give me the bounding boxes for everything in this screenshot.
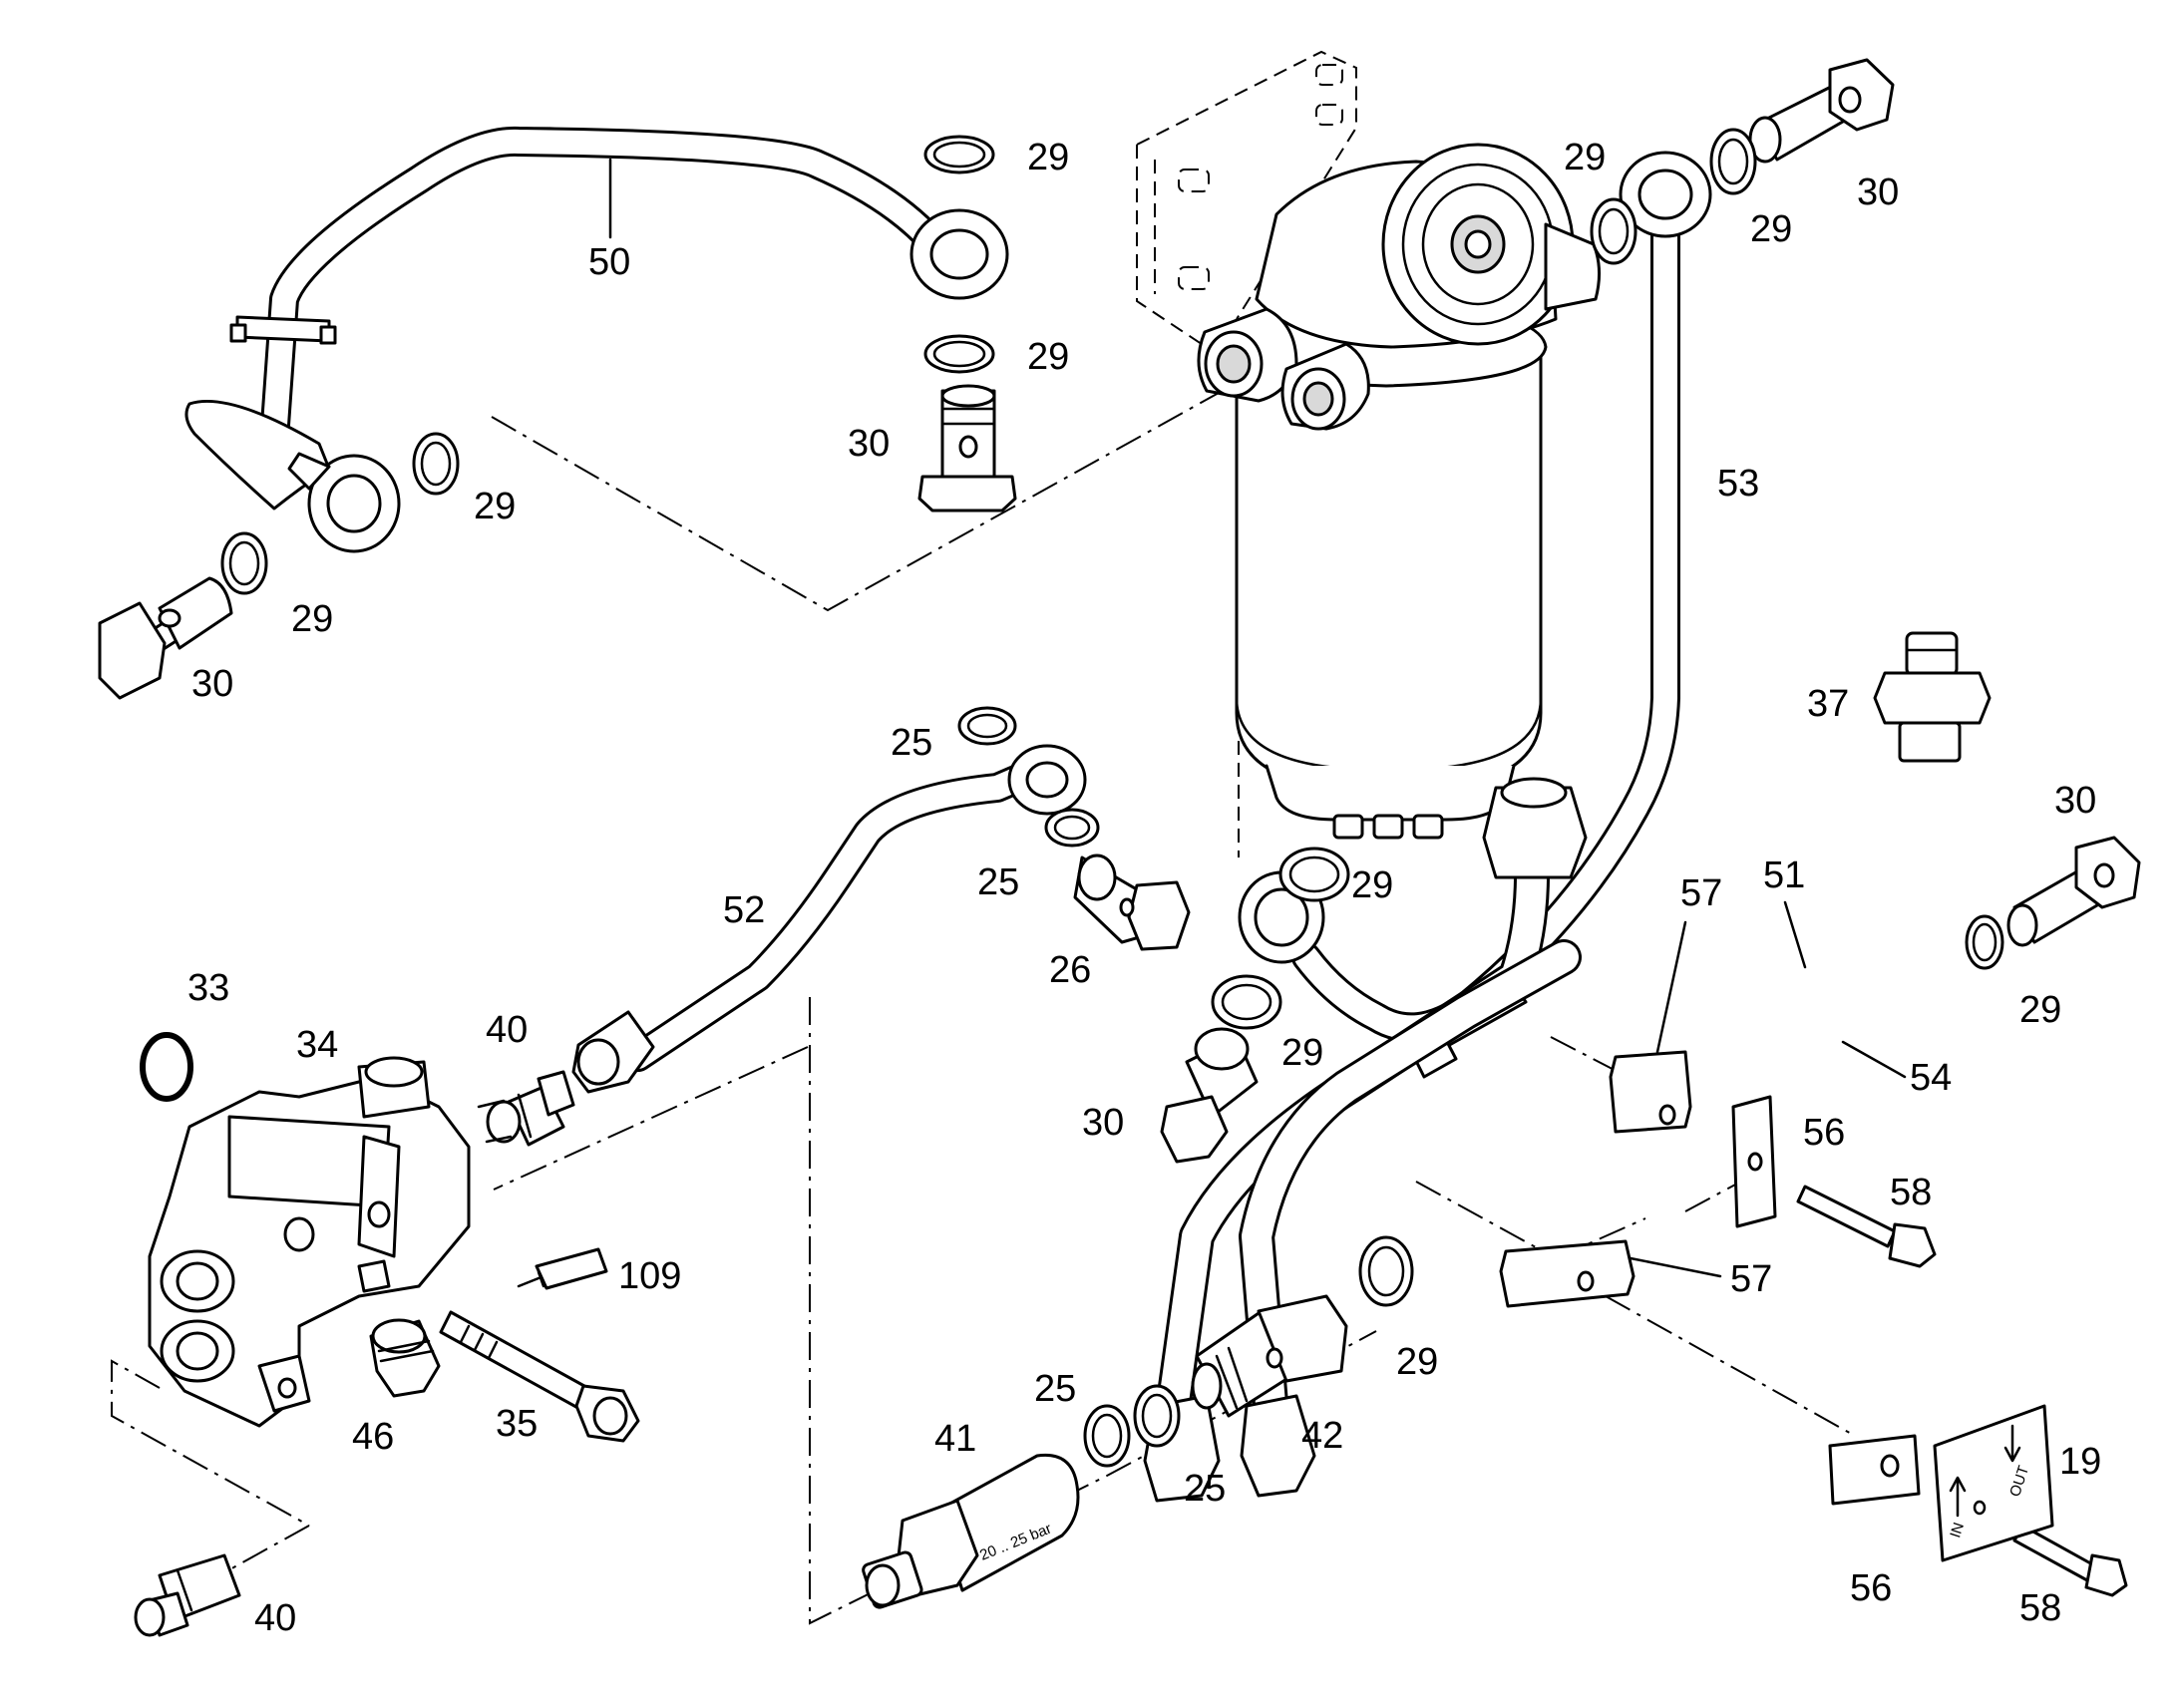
pressure-valve-41: 20 .. 25 bar xyxy=(862,1453,1080,1609)
callout-57-b: 57 xyxy=(1730,1258,1772,1300)
callout-50: 50 xyxy=(588,241,630,283)
plate-56-lower xyxy=(1828,1434,1921,1506)
adapter-fitting-40-upper xyxy=(477,1070,575,1147)
callout-29-i: 29 xyxy=(1281,1032,1323,1074)
callout-57-a: 57 xyxy=(1680,872,1722,914)
washer-25-b xyxy=(1044,808,1100,848)
callout-29-h: 29 xyxy=(1351,864,1393,906)
callout-labels: 29 50 29 30 29 29 30 29 29 30 53 37 30 2… xyxy=(187,137,2101,1639)
callout-29-j: 29 xyxy=(1396,1341,1438,1383)
callout-37: 37 xyxy=(1807,683,1849,725)
callout-34: 34 xyxy=(296,1024,338,1066)
adapter-fitting-40-lower xyxy=(134,1553,241,1637)
bolt-58-upper xyxy=(1796,1185,1937,1268)
callout-29-e: 29 xyxy=(1564,137,1606,178)
nameplate-19: IN OUT xyxy=(1933,1404,2054,1562)
banjo-bolt-30-top-right xyxy=(1748,58,1895,164)
callout-109: 109 xyxy=(618,1255,681,1297)
leader-57-a xyxy=(1655,920,1687,1054)
o-ring-33 xyxy=(140,1032,193,1102)
callout-25-a: 25 xyxy=(891,722,932,764)
callout-58-a: 58 xyxy=(1890,1172,1932,1213)
callout-40-a: 40 xyxy=(486,1009,528,1051)
callout-29-d: 29 xyxy=(291,598,333,640)
callout-29-f: 29 xyxy=(1750,208,1792,250)
clamp-block-57-upper xyxy=(1609,1050,1692,1134)
fuel-pipe-54 xyxy=(1239,939,1582,1498)
callout-33: 33 xyxy=(187,967,229,1009)
leader-54 xyxy=(1841,1040,1907,1079)
callout-42: 42 xyxy=(1301,1415,1343,1457)
banjo-bolt-26 xyxy=(1073,854,1191,951)
callout-41: 41 xyxy=(934,1418,976,1460)
callout-29-c: 29 xyxy=(474,486,516,527)
callout-54: 54 xyxy=(1910,1057,1952,1099)
washer-25-a xyxy=(957,706,1017,746)
fuel-pipe-52 xyxy=(571,744,1087,1094)
callout-30-b: 30 xyxy=(191,663,233,705)
callout-30-c: 30 xyxy=(1857,171,1899,213)
leader-57-b xyxy=(1629,1256,1722,1278)
banjo-bolt-30-left xyxy=(98,576,233,700)
callout-35: 35 xyxy=(496,1403,538,1445)
plate-56-upper xyxy=(1731,1095,1777,1228)
callout-29-b: 29 xyxy=(1027,336,1069,378)
callout-30-e: 30 xyxy=(1082,1102,1124,1144)
plug-46 xyxy=(369,1318,441,1398)
sealing-washers xyxy=(140,128,2004,1468)
nameplate-in-label: IN xyxy=(1947,1521,1968,1540)
fuel-pipe-50 xyxy=(184,126,1009,553)
callout-56-b: 56 xyxy=(1850,1567,1892,1609)
callout-25-c: 25 xyxy=(1034,1368,1076,1410)
union-fitting-37 xyxy=(1873,631,1992,763)
leader-51 xyxy=(1783,900,1807,969)
callout-58-b: 58 xyxy=(2019,1587,2061,1629)
callout-53: 53 xyxy=(1717,463,1759,505)
callout-30-a: 30 xyxy=(848,423,890,465)
callout-40-b: 40 xyxy=(254,1597,296,1639)
sealant-tube-109 xyxy=(517,1247,608,1290)
callout-52: 52 xyxy=(723,889,765,931)
banjo-bolt-30-middle xyxy=(1160,1027,1259,1164)
fuel-pump-34 xyxy=(148,1056,471,1428)
callout-51: 51 xyxy=(1763,854,1805,896)
fuel-filter xyxy=(1197,143,1601,840)
bolt-58-lower xyxy=(2012,1524,2128,1597)
callout-29-a: 29 xyxy=(1027,137,1069,178)
callout-19: 19 xyxy=(2059,1441,2101,1483)
banjo-bolt-30-right xyxy=(2006,836,2141,947)
clamp-block-57-lower xyxy=(1499,1239,1635,1308)
bolt-35 xyxy=(439,1310,640,1443)
callout-26: 26 xyxy=(1049,949,1091,991)
callout-25-d: 25 xyxy=(1184,1468,1226,1510)
callout-30-d: 30 xyxy=(2054,780,2096,822)
fitting-42 xyxy=(1191,1294,1348,1418)
callout-29-g: 29 xyxy=(2019,989,2061,1031)
callout-56-a: 56 xyxy=(1803,1112,1845,1154)
banjo-bolt-30-top-middle xyxy=(917,384,1017,512)
callout-25-b: 25 xyxy=(977,861,1019,903)
callout-46: 46 xyxy=(352,1416,394,1458)
